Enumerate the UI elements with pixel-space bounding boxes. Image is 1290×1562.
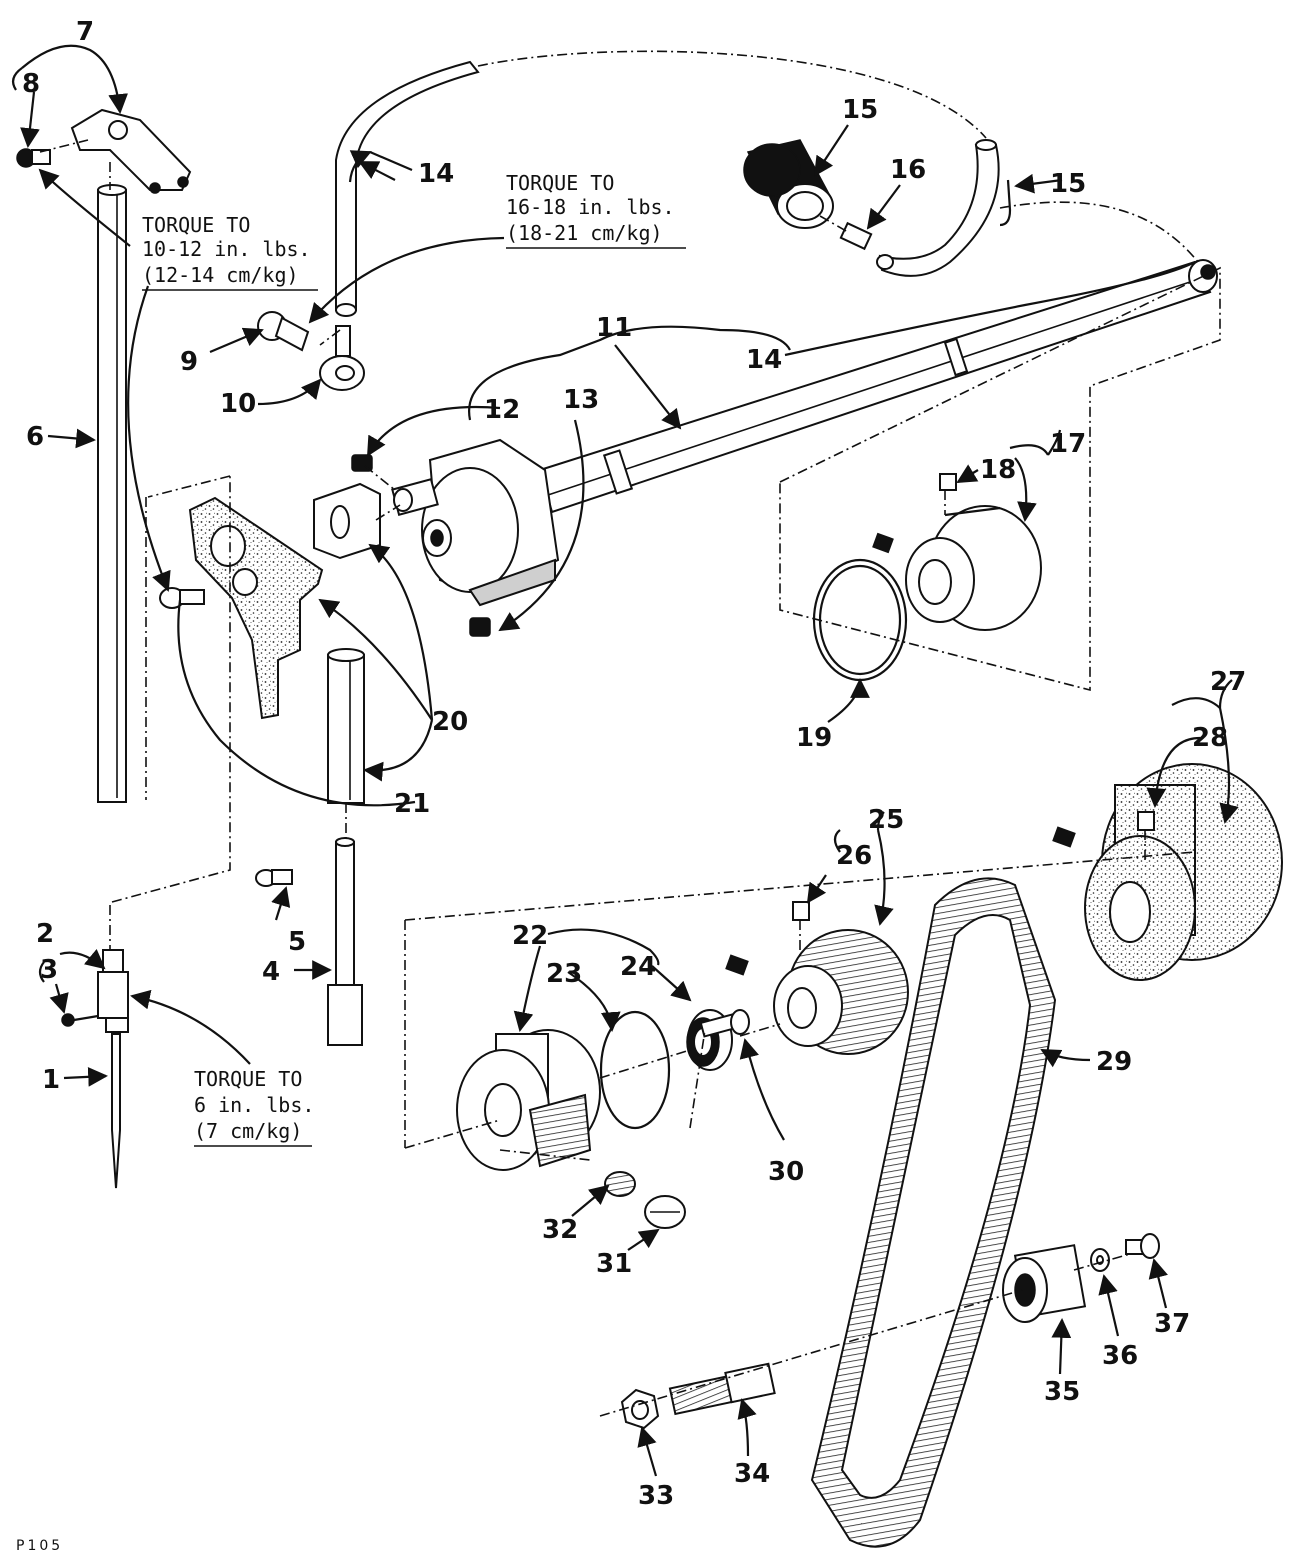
callout-labels: 7 8 14 15 16 15 9 10 11 14 12 13 6 17 18…	[22, 17, 1246, 1511]
callout-27: 26	[836, 841, 872, 871]
callout-2: 2	[36, 919, 54, 949]
callout-13: 13	[563, 385, 599, 415]
needle	[111, 1033, 121, 1189]
torque-note-1-line1: TORQUE TO	[142, 213, 250, 237]
torque-note-2-line3: (18-21 cm/kg)	[506, 221, 663, 245]
screw-8	[16, 148, 51, 168]
callout-17: 16	[890, 155, 926, 185]
crank-counterweight	[391, 438, 560, 607]
set-screw-13	[469, 617, 491, 637]
hub-23	[456, 1029, 601, 1171]
set-screw-27	[792, 901, 810, 921]
oil-tube-screw	[257, 311, 310, 352]
torque-note-3-line3: (7 cm/kg)	[194, 1119, 302, 1143]
callout-36: 35	[1044, 1377, 1080, 1407]
callout-6: 6	[26, 422, 44, 452]
bushing-16	[743, 139, 834, 229]
callout-8: 8	[22, 69, 40, 99]
callout-20: 19	[796, 723, 832, 753]
needle-bar	[97, 184, 127, 803]
stud-35	[668, 1362, 776, 1416]
callout-24: 23	[546, 959, 582, 989]
set-screw-29	[1137, 811, 1155, 831]
callout-30: 29	[1096, 1047, 1132, 1077]
nut-34	[620, 1388, 660, 1430]
set-screw-28	[1052, 826, 1076, 848]
torque-note-needle-bar-link: TORQUE TO 10-12 in. lbs. (12-14 cm/kg)	[142, 213, 318, 291]
callout-4: 4	[262, 957, 280, 987]
callout-9: 9	[180, 347, 198, 377]
callout-5: 5	[288, 927, 306, 957]
callout-32: 31	[596, 1249, 632, 1279]
callout-25: 24	[620, 952, 656, 982]
screw-5	[255, 869, 293, 887]
callout-19: 18	[980, 455, 1016, 485]
set-screw-17	[839, 221, 873, 251]
callout-3: 3	[40, 955, 58, 985]
leader-lines	[11, 44, 1239, 1477]
needle-bar-crank	[188, 496, 324, 720]
callout-12: 12	[484, 395, 520, 425]
oil-wick-left	[335, 60, 480, 317]
retaining-ring-20	[812, 558, 908, 682]
callout-33: 32	[542, 1215, 578, 1245]
pulley-28	[1084, 763, 1283, 981]
callout-35: 34	[734, 1459, 770, 1489]
callout-7: 7	[76, 17, 94, 47]
idler-36	[1002, 1244, 1087, 1323]
presser-bar	[327, 837, 363, 1046]
o-ring-24	[599, 1010, 671, 1130]
guide-sleeve	[327, 648, 365, 804]
callout-15-left: 14	[418, 159, 454, 189]
oil-wick-right	[876, 139, 1000, 277]
screw-32	[644, 1195, 686, 1229]
screw-31	[699, 1009, 750, 1038]
arm-shaft	[538, 259, 1218, 514]
callout-21: 20	[432, 707, 468, 737]
torque-note-needle-clamp: TORQUE TO 6 in. lbs. (7 cm/kg)	[194, 1067, 314, 1147]
callout-34: 33	[638, 1481, 674, 1511]
timing-sprocket-26	[773, 929, 909, 1055]
timing-belt-30	[810, 877, 1057, 1548]
callout-22: 21	[394, 789, 430, 819]
callout-14: 14	[746, 345, 782, 375]
figure-code: P105	[16, 1538, 63, 1554]
callout-23: 22	[512, 921, 548, 951]
callout-11: 11	[596, 313, 632, 343]
callout-37: 36	[1102, 1341, 1138, 1371]
callout-1: 1	[42, 1065, 60, 1095]
callout-38: 37	[1154, 1309, 1190, 1339]
callout-26: 25	[868, 805, 904, 835]
callout-10: 10	[220, 389, 256, 419]
set-screw-bearing	[872, 532, 894, 554]
torque-note-2-line1: TORQUE TO	[506, 171, 614, 195]
torque-note-oil-screw: TORQUE TO 16-18 in. lbs. (18-21 cm/kg)	[506, 171, 686, 249]
washer-37	[1090, 1248, 1110, 1272]
torque-note-1-line3: (12-14 cm/kg)	[142, 263, 299, 287]
needle-clamp	[61, 949, 129, 1033]
callout-28: 27	[1210, 667, 1246, 697]
callout-16: 15	[842, 95, 878, 125]
set-screw-19	[939, 473, 957, 491]
bearing-18	[905, 505, 1042, 631]
torque-note-3-line2: 6 in. lbs.	[194, 1093, 314, 1117]
set-screw-33	[604, 1171, 636, 1197]
screw-38	[1125, 1233, 1160, 1259]
torque-note-2-line2: 16-18 in. lbs.	[506, 195, 675, 219]
set-screw-26	[725, 954, 749, 976]
needle-bar-link	[70, 108, 192, 194]
screw-21	[159, 587, 205, 609]
callout-31: 30	[768, 1157, 804, 1187]
callout-29: 28	[1192, 723, 1228, 753]
callout-15-right: 15	[1050, 169, 1086, 199]
torque-note-3-line1: TORQUE TO	[194, 1067, 302, 1091]
connecting-block	[313, 482, 381, 560]
alignment-lines	[39, 50, 1221, 1417]
torque-note-1-line2: 10-12 in. lbs.	[142, 237, 311, 261]
oil-collar	[319, 325, 365, 391]
callout-18: 17	[1050, 429, 1086, 459]
